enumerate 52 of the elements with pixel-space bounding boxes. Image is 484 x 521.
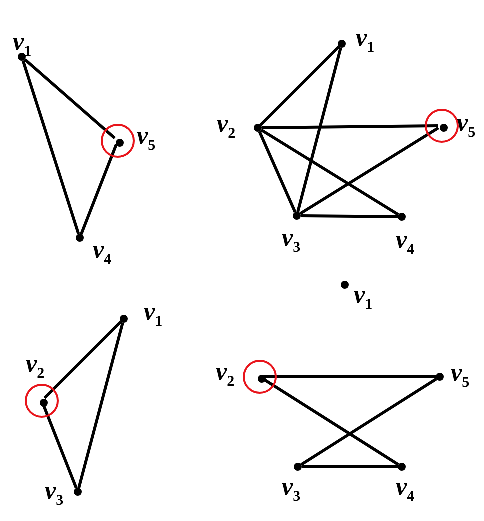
graph-edge	[262, 378, 400, 466]
vertex-label: v$_{4}$	[396, 475, 415, 501]
vertex-label: v$_{1}$	[354, 283, 373, 309]
graph-edge	[42, 404, 78, 489]
vertex-dot	[294, 463, 302, 471]
highlight-ring	[101, 124, 135, 158]
vertex-dot	[436, 373, 444, 381]
graph-edge	[300, 214, 398, 218]
vertex-dot	[398, 213, 406, 221]
highlight-ring	[243, 360, 277, 394]
graph-edge	[296, 47, 342, 213]
graph-edge	[260, 128, 400, 216]
vertex-label: v$_{4}$	[93, 238, 112, 264]
vertex-dot	[116, 139, 124, 147]
vertex-label: v$_{2}$	[217, 112, 236, 138]
graph-edge	[78, 322, 124, 489]
vertex-dot	[254, 124, 262, 132]
graph-edge	[44, 320, 122, 400]
graph-edge	[22, 60, 80, 235]
vertex-label: v$_{1}$	[144, 300, 163, 326]
vertex-dot	[18, 53, 26, 61]
graph-edge	[24, 58, 116, 140]
highlight-ring	[25, 384, 59, 418]
vertex-dot	[341, 281, 349, 289]
vertex-dot	[293, 212, 301, 220]
graph-edge	[80, 144, 118, 235]
vertex-label: v$_{5}$	[137, 124, 156, 150]
vertex-dot	[398, 463, 406, 471]
graph-edge	[260, 46, 340, 126]
vertex-label: v$_{1}$	[13, 30, 32, 56]
vertex-dot	[74, 488, 82, 496]
graph-edge	[264, 376, 436, 378]
highlight-ring	[425, 109, 459, 143]
graph-edge	[302, 466, 398, 468]
graph-edge	[300, 126, 440, 216]
vertex-label: v$_{5}$	[451, 361, 470, 387]
graph-edge	[258, 131, 297, 213]
graph-edge	[300, 378, 438, 466]
vertex-label: v$_{1}$	[356, 26, 375, 52]
vertex-dot	[258, 375, 266, 383]
vertex-dot	[440, 124, 448, 132]
vertex-label: v$_{3}$	[282, 475, 301, 501]
vertex-dot	[40, 399, 48, 407]
vertex-label: v$_{2}$	[216, 360, 235, 386]
vertex-dot	[76, 234, 84, 242]
vertex-dot	[120, 315, 128, 323]
vertex-label: v$_{3}$	[45, 479, 64, 505]
vertex-dot	[338, 40, 346, 48]
vertex-label: v$_{2}$	[26, 352, 45, 378]
vertex-label: v$_{4}$	[396, 228, 415, 254]
graph-edge	[262, 124, 438, 130]
vertex-label: v$_{3}$	[282, 226, 301, 252]
